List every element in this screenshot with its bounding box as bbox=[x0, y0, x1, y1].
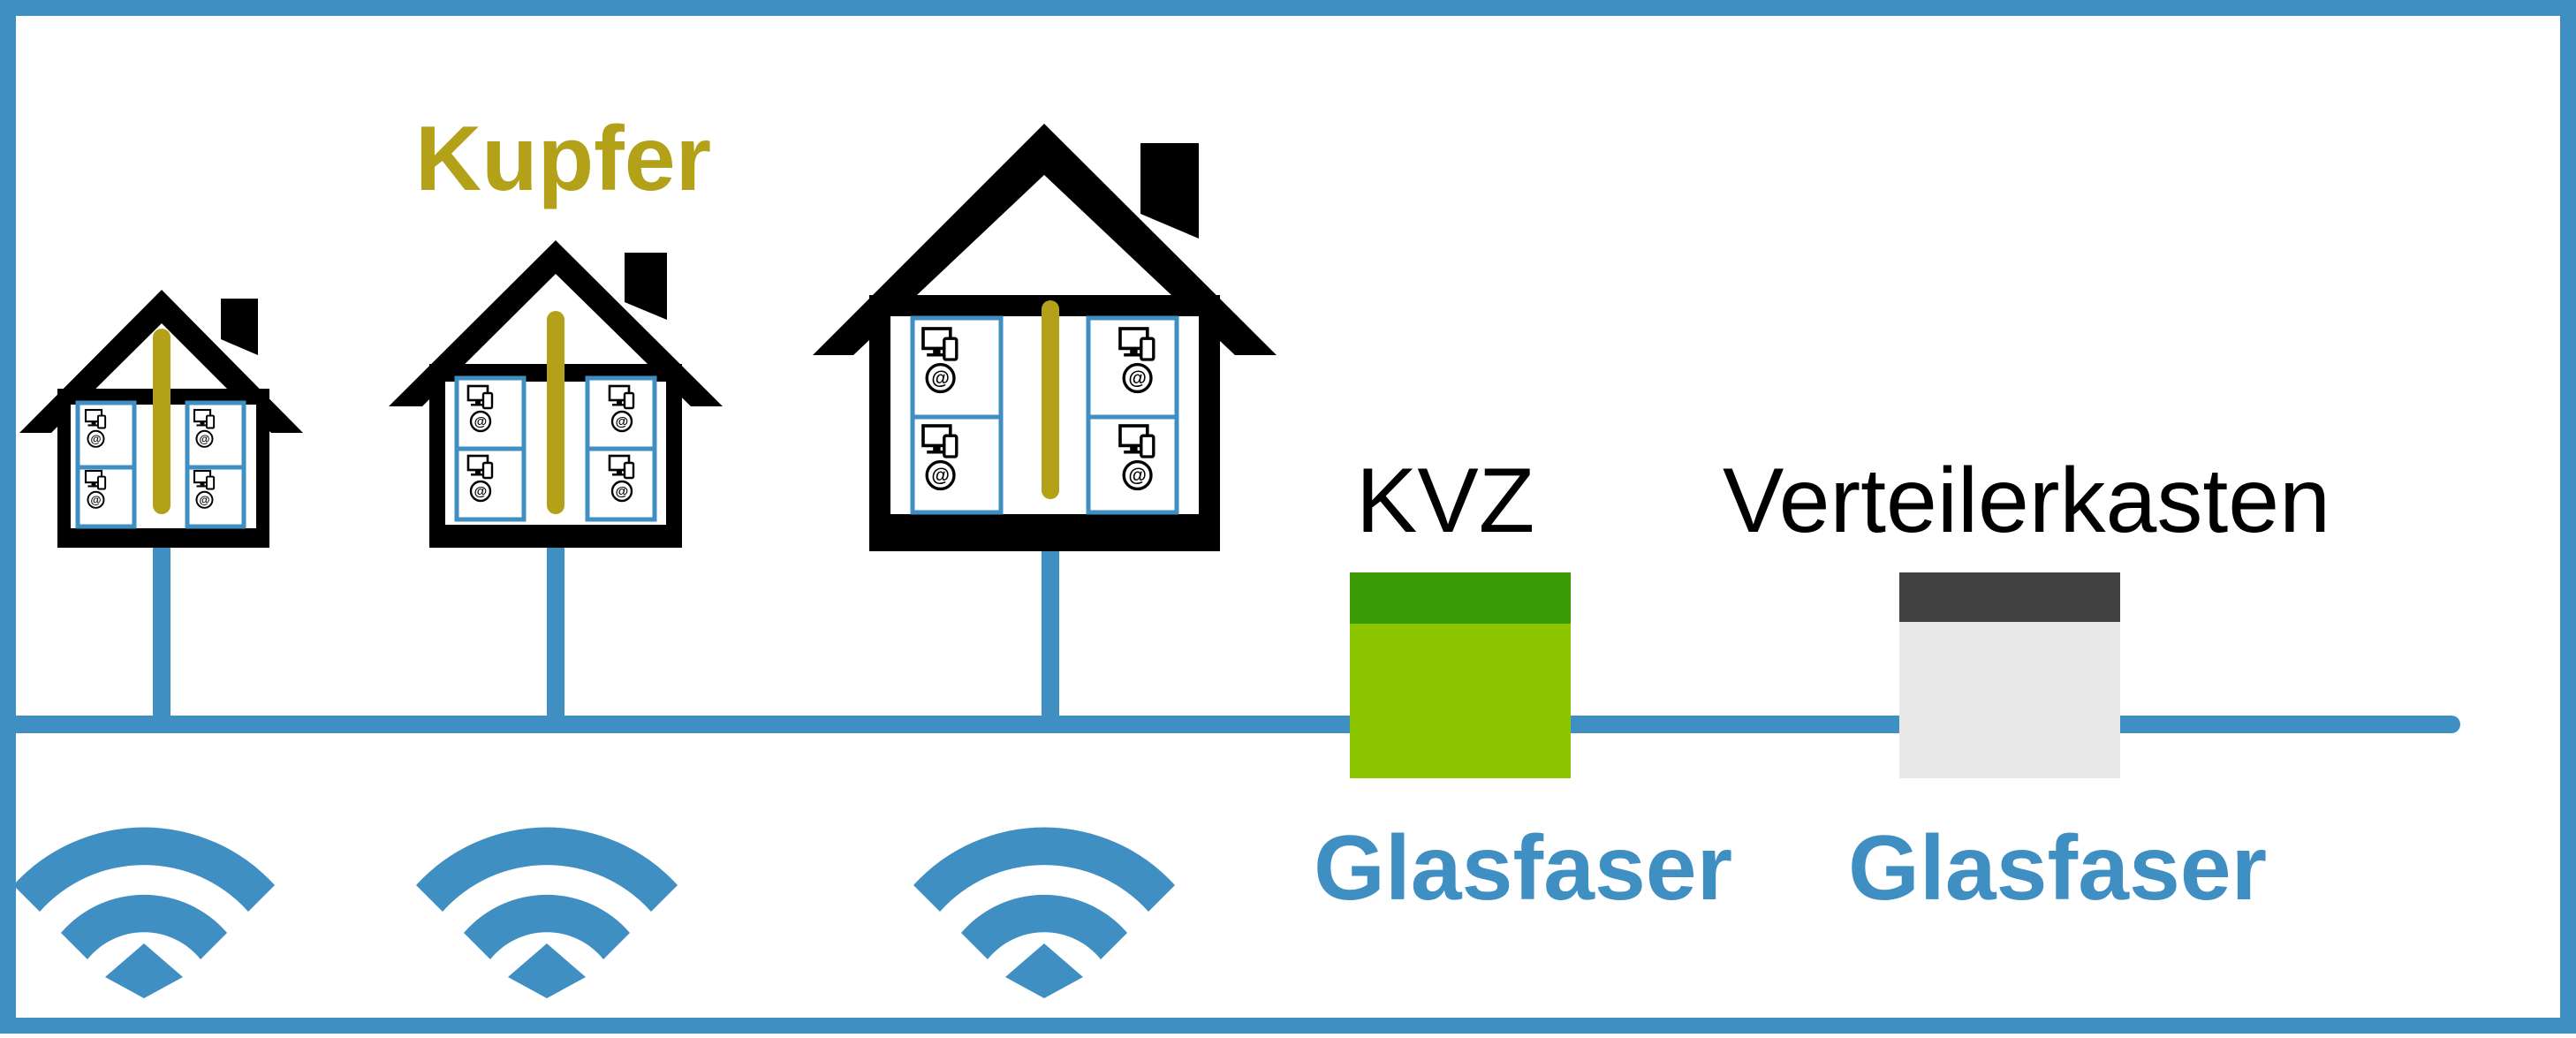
fiber-label-kvz: Glasfaser bbox=[1314, 817, 1732, 920]
kvz-label: KVZ bbox=[1356, 450, 1534, 552]
apartment-right bbox=[1086, 315, 1179, 515]
fiber-label-box: Glasfaser bbox=[1848, 817, 2267, 920]
chimney bbox=[221, 299, 258, 339]
wifi-icon bbox=[416, 827, 678, 998]
house-roof bbox=[389, 240, 723, 406]
wifi-icon bbox=[913, 827, 1175, 998]
kvz-cabinet bbox=[1350, 572, 1571, 778]
wifi-icon bbox=[13, 827, 275, 998]
copper-label: Kupfer bbox=[415, 108, 711, 210]
apartment-left bbox=[910, 315, 1004, 515]
house-small bbox=[19, 290, 303, 548]
apartment-left bbox=[75, 400, 137, 529]
house-roof bbox=[813, 124, 1277, 355]
chimney bbox=[1140, 143, 1199, 214]
distribution-box bbox=[1899, 572, 2120, 778]
distribution-box-label: Verteilerkasten bbox=[1723, 450, 2330, 552]
house-large bbox=[813, 124, 1277, 551]
chimney bbox=[625, 253, 667, 302]
house-roof bbox=[19, 290, 303, 433]
house-medium bbox=[389, 240, 723, 548]
